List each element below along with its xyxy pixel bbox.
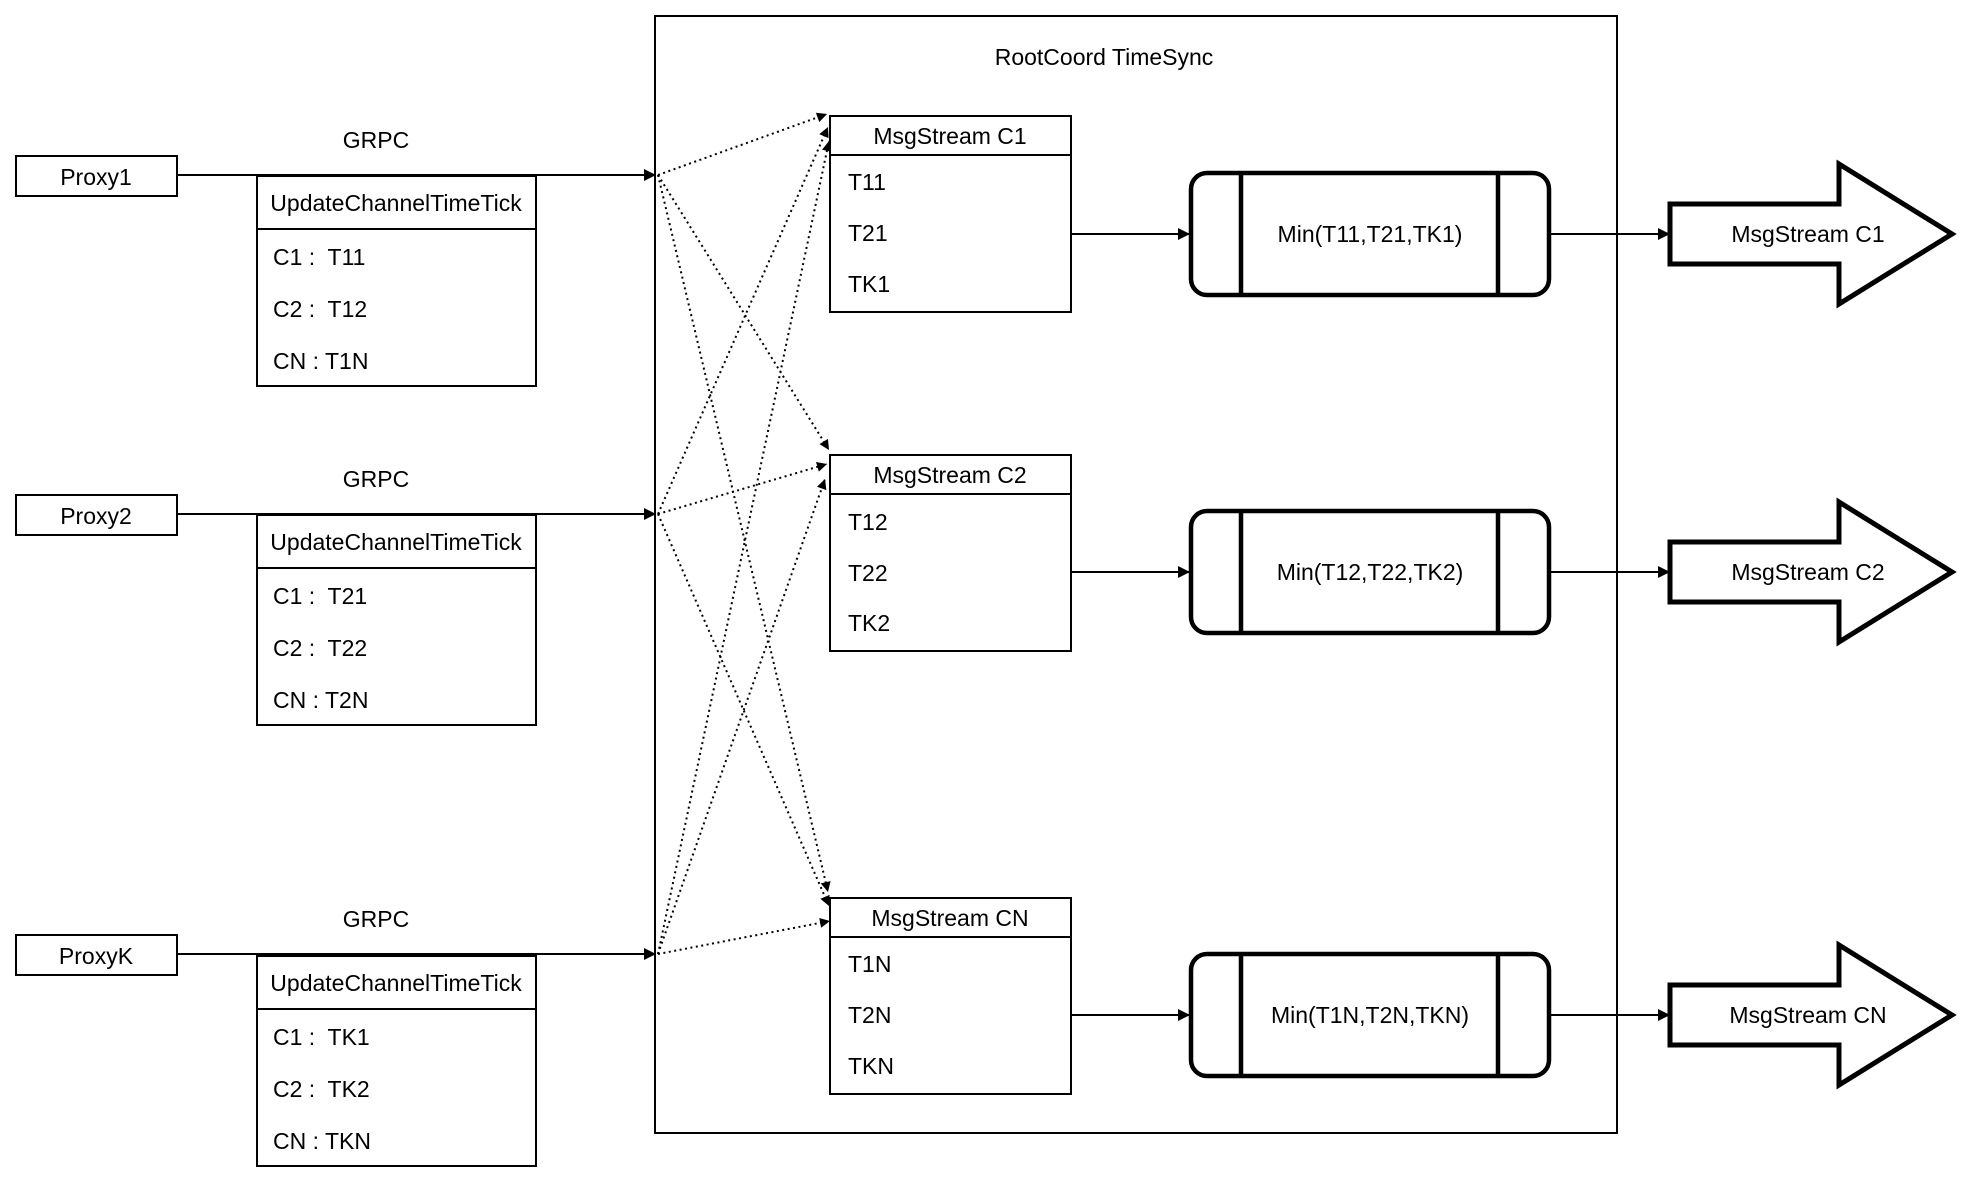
grpc-label-1: GRPC <box>343 127 409 153</box>
msgstream-c1-row-1: T11 <box>848 169 886 195</box>
table2-row-3: CN : T2N <box>273 687 368 713</box>
min-cn-label: Min(T1N,T2N,TKN) <box>1271 1002 1469 1028</box>
proxy1-box <box>15 155 178 197</box>
update-timetick-table-2 <box>256 514 537 726</box>
table1-header: UpdateChannelTimeTick <box>270 190 522 216</box>
dotted-arrow-pk-c2 <box>657 478 827 955</box>
table1-row-1: C1 : T11 <box>273 244 365 270</box>
table1-row-2: C2 : T12 <box>273 296 367 322</box>
min-c1-label: Min(T11,T21,TK1) <box>1278 221 1463 247</box>
output-arrow-c1 <box>1667 159 1957 309</box>
dotted-arrow-p1-c1 <box>657 112 828 176</box>
dotted-arrow-pk-cn <box>657 917 831 955</box>
table2-row-2: C2 : T22 <box>273 635 367 661</box>
stream-c1-group: MsgStream C1 T11 T21 TK1 Min(T11,T21,TK1… <box>829 115 1957 313</box>
table3-row-2: C2 : TK2 <box>273 1076 370 1102</box>
update-timetick-table-1 <box>256 175 537 387</box>
table1-row-3: CN : T1N <box>273 348 368 374</box>
msgstream-c2-row-1: T12 <box>848 509 888 535</box>
msgstream-c1-row-2: T21 <box>848 220 888 246</box>
proxyk-box <box>15 934 178 976</box>
msgstream-c2-header: MsgStream C2 <box>873 462 1026 488</box>
msgstream-c1-table <box>829 115 1072 313</box>
stream-cn-group: MsgStream CN T1N T2N TKN Min(T1N,T2N,TKN… <box>829 897 1957 1095</box>
table2-header: UpdateChannelTimeTick <box>270 529 522 555</box>
proxy1-group: Proxy1 GRPC UpdateChannelTimeTick C1 : T… <box>15 127 656 387</box>
table2-row-1: C1 : T21 <box>273 583 367 609</box>
msgstream-c1-row-3: TK1 <box>848 271 890 297</box>
proxy1-label: Proxy1 <box>60 164 132 190</box>
msgstream-cn-row-1: T1N <box>848 951 891 977</box>
msgstream-c1-header: MsgStream C1 <box>873 123 1026 149</box>
dotted-routing-arrows <box>657 112 832 955</box>
output-arrow-c2 <box>1667 497 1957 647</box>
min-c2-label: Min(T12,T22,TK2) <box>1277 559 1464 585</box>
output-arrow-cn <box>1667 940 1957 1090</box>
proxy2-label: Proxy2 <box>60 503 132 529</box>
proxy2-group: Proxy2 GRPC UpdateChannelTimeTick C1 : T… <box>15 466 656 726</box>
table3-header: UpdateChannelTimeTick <box>270 970 522 996</box>
proxyk-group: ProxyK GRPC UpdateChannelTimeTick C1 : T… <box>15 906 656 1167</box>
proxyk-label: ProxyK <box>59 943 134 969</box>
dotted-arrow-p2-c1 <box>657 126 829 515</box>
grpc-label-3: GRPC <box>343 906 409 932</box>
msgstream-c2-table <box>829 454 1072 652</box>
msgstream-cn-header: MsgStream CN <box>871 905 1028 931</box>
dotted-arrow-p1-c2 <box>657 174 830 451</box>
msgstream-cn-row-3: TKN <box>848 1053 894 1079</box>
dotted-arrow-p2-c2 <box>657 462 828 515</box>
output-arrow-c2-label: MsgStream C2 <box>1731 559 1884 585</box>
output-arrow-c1-label: MsgStream C1 <box>1731 221 1884 247</box>
msgstream-cn-row-2: T2N <box>848 1002 891 1028</box>
grpc-label-2: GRPC <box>343 466 409 492</box>
dotted-arrow-p1-cn <box>657 174 831 893</box>
dotted-arrow-pk-c1 <box>657 140 832 955</box>
table3-row-1: C1 : TK1 <box>273 1024 370 1050</box>
stream-c2-group: MsgStream C2 T12 T22 TK2 Min(T12,T22,TK2… <box>829 454 1957 652</box>
msgstream-c2-row-3: TK2 <box>848 610 890 636</box>
update-timetick-table-3 <box>256 955 537 1167</box>
msgstream-cn-table <box>829 897 1072 1095</box>
output-arrow-cn-label: MsgStream CN <box>1729 1002 1886 1028</box>
rootcoord-title: RootCoord TimeSync <box>995 44 1214 70</box>
proxy2-box <box>15 494 178 536</box>
table3-row-3: CN : TKN <box>273 1128 371 1154</box>
msgstream-c2-row-2: T22 <box>848 560 888 586</box>
